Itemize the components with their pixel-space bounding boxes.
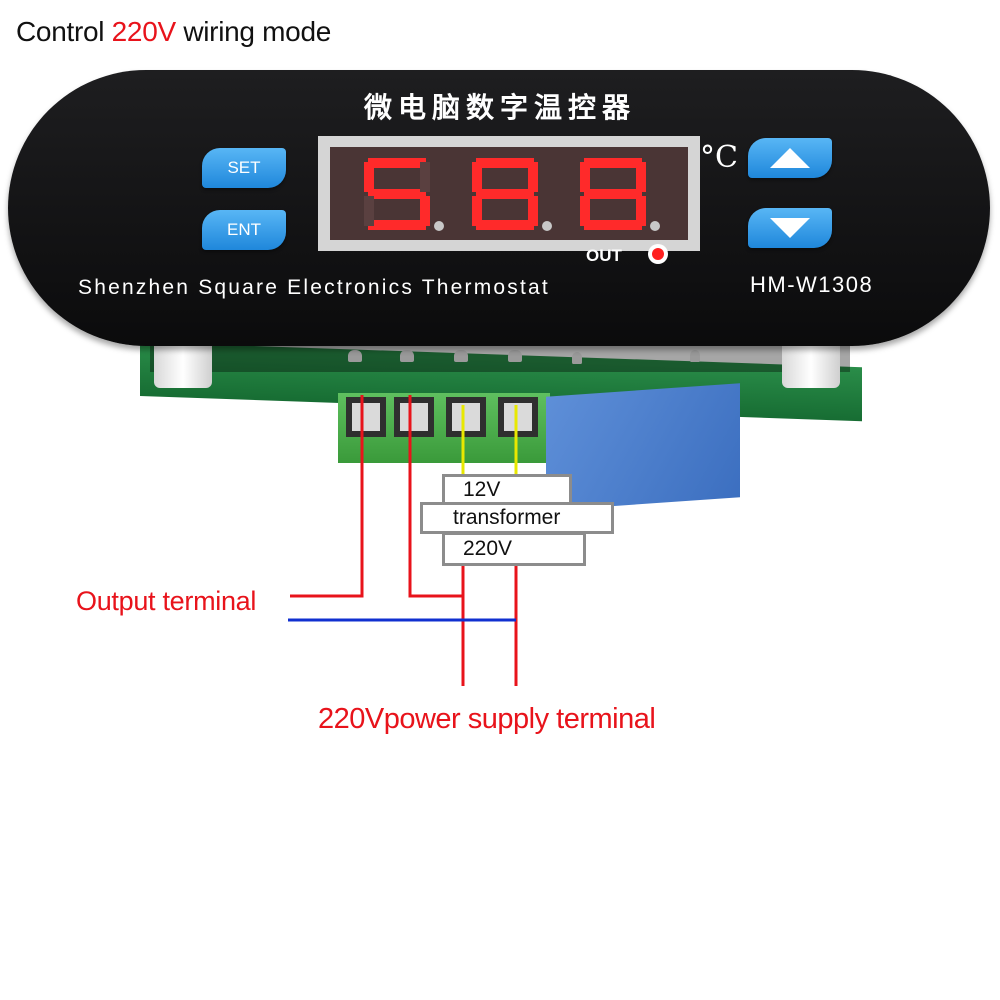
- segment-e: [580, 196, 590, 226]
- segment-g: [584, 189, 642, 199]
- decimal-point: [434, 221, 444, 231]
- segment-c: [420, 196, 430, 226]
- segment-a: [368, 158, 426, 168]
- brand-text: Shenzhen Square Electronics Thermostat: [78, 276, 550, 299]
- segment-g: [476, 189, 534, 199]
- set-button[interactable]: SET: [202, 148, 286, 188]
- title-prefix: Control: [16, 16, 112, 47]
- triangle-down-icon: [770, 218, 810, 238]
- standoff-left: [154, 340, 212, 388]
- segment-b: [528, 162, 538, 192]
- terminal-screw: [498, 397, 538, 437]
- model-number: HM-W1308: [750, 272, 874, 297]
- segment-c: [528, 196, 538, 226]
- segment-d: [476, 220, 534, 230]
- output-terminal-label: Output terminal: [76, 586, 257, 616]
- down-button[interactable]: [748, 208, 832, 248]
- terminal-screw: [394, 397, 434, 437]
- solder-pin: [508, 350, 522, 362]
- decimal-point: [650, 221, 660, 231]
- supply-terminal-label: 220Vpower supply terminal: [318, 703, 656, 735]
- terminal-screw: [346, 397, 386, 437]
- terminal-screw: [446, 397, 486, 437]
- up-button[interactable]: [748, 138, 832, 178]
- solder-pin: [348, 350, 362, 362]
- segment-g: [368, 189, 426, 199]
- segment-e: [472, 196, 482, 226]
- out-indicator-led: [648, 244, 668, 264]
- device-chinese-title: 微电脑数字温控器: [363, 91, 636, 124]
- decimal-point: [542, 221, 552, 231]
- segment-f: [364, 162, 374, 192]
- title-voltage: 220V: [111, 16, 177, 47]
- segment-b: [420, 162, 430, 192]
- relay: [546, 383, 740, 511]
- segment-f: [580, 162, 590, 192]
- triangle-up-icon: [770, 148, 810, 168]
- label-220v: 220V: [442, 532, 586, 566]
- unit-label: °C: [700, 140, 738, 175]
- segment-b: [636, 162, 646, 192]
- segment-f: [472, 162, 482, 192]
- out-label: OUT: [586, 246, 622, 265]
- segment-c: [636, 196, 646, 226]
- ent-button[interactable]: ENT: [202, 210, 286, 250]
- standoff-right: [782, 340, 840, 388]
- solder-pin: [400, 350, 414, 362]
- board-shadow: [150, 342, 850, 372]
- title-suffix: wiring mode: [175, 16, 331, 47]
- solder-pin: [572, 352, 582, 364]
- solder-pin: [454, 350, 468, 362]
- segment-e: [364, 196, 374, 226]
- segment-a: [476, 158, 534, 168]
- label-transformer: transformer: [420, 502, 614, 534]
- segment-d: [584, 220, 642, 230]
- solder-pin: [690, 350, 700, 362]
- seven-segment-digits: [364, 158, 660, 231]
- page-title: Control 220V wiring mode: [16, 16, 331, 48]
- led-display: [330, 147, 688, 240]
- segment-d: [368, 220, 426, 230]
- segment-a: [584, 158, 642, 168]
- label-12v: 12V: [442, 474, 572, 506]
